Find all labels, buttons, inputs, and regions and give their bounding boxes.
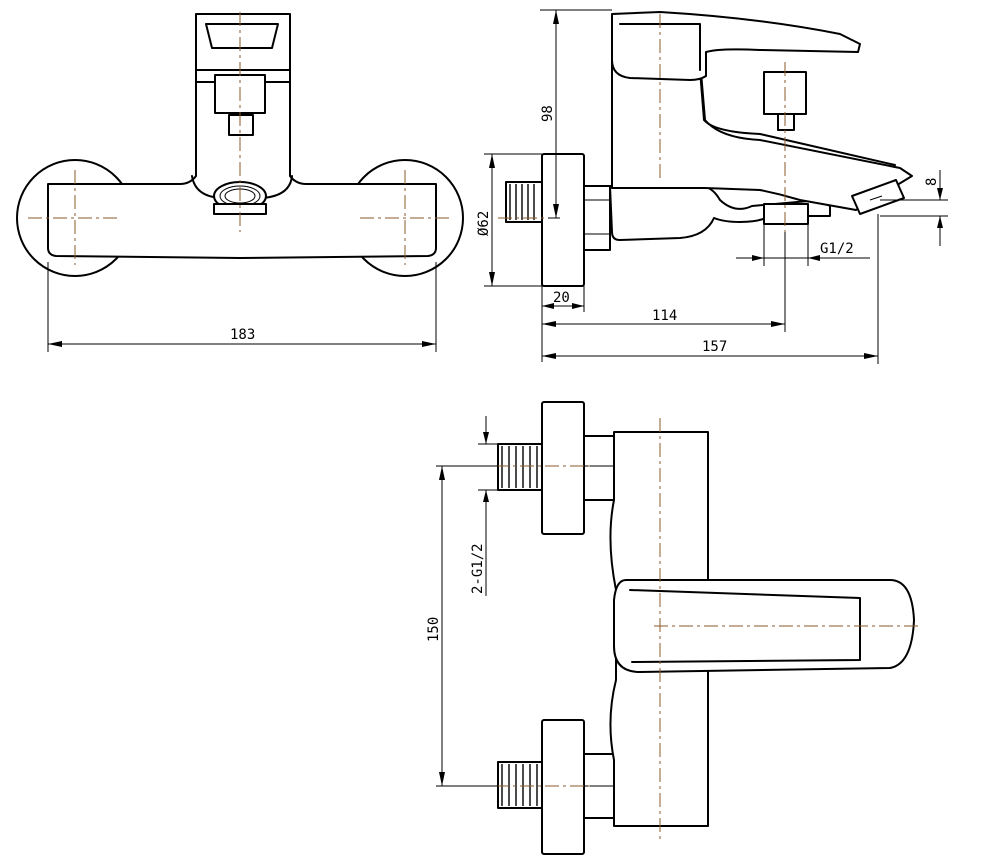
front-view: 183: [16, 12, 464, 352]
dim-8: 8: [924, 178, 940, 186]
top-escutcheon-upper: [541, 401, 585, 535]
top-escutcheon-lower: [541, 719, 585, 855]
side-inlet-thread: [505, 181, 543, 223]
dim-157: 157: [702, 339, 727, 355]
diverter-stem: [228, 114, 254, 136]
lever-handle: [195, 13, 291, 71]
top-inlet-thread-lower: [497, 761, 543, 809]
dim-g12-outlet: G1/2: [820, 241, 854, 257]
side-lever: [611, 11, 861, 81]
bottom-outlet: [763, 203, 809, 225]
dim-20: 20: [553, 290, 570, 306]
side-view: 98 Ø62 20 114 157 8: [476, 9, 948, 364]
dim-diameter-62: Ø62: [476, 211, 492, 236]
dim-2-g12-inlet: 2-G1/2: [470, 543, 486, 594]
eccentric-connector: [583, 185, 611, 251]
dim-98: 98: [540, 105, 556, 122]
top-view: 150 2-G1/2: [426, 401, 922, 855]
dim-114: 114: [652, 308, 677, 324]
dim-183: 183: [230, 327, 255, 343]
side-body: [609, 185, 831, 241]
dim-150: 150: [426, 617, 442, 642]
top-inlet-thread-upper: [497, 443, 543, 491]
side-escutcheon: [541, 153, 585, 287]
